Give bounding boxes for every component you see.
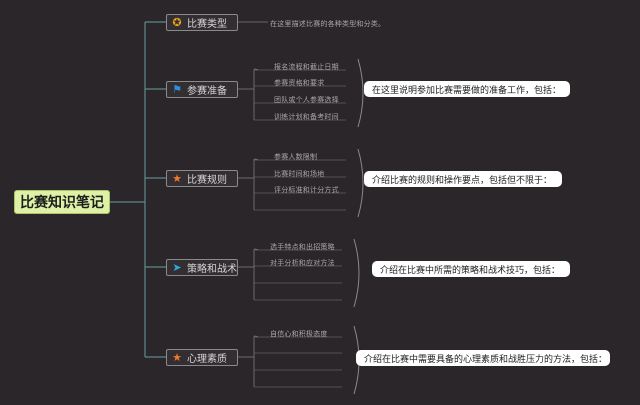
leaf-item[interactable]: 训练计划和备考时间 — [274, 113, 339, 121]
flag-icon: ⚑ — [172, 83, 182, 96]
branch-node[interactable]: ★ 比赛规则 — [166, 170, 238, 187]
leaf-item[interactable]: 在这里描述比赛的各种类型和分类。 — [270, 20, 386, 28]
leaf-item[interactable]: 对手分析和应对方法 — [270, 259, 335, 267]
note-callout[interactable]: 在这里说明参加比赛需要做的准备工作，包括： — [364, 81, 570, 97]
note-callout[interactable]: 介绍比赛的规则和操作要点，包括但不限于： — [364, 171, 562, 187]
leaf-item[interactable]: 参赛资格和要求 — [274, 79, 325, 87]
branch-label: 比赛规则 — [187, 175, 227, 186]
note-callout[interactable]: 介绍在比赛中需要具备的心理素质和战胜压力的方法，包括： — [356, 350, 610, 366]
branch-label: 参赛准备 — [187, 86, 227, 97]
star-icon: ★ — [172, 172, 182, 185]
bracket — [357, 148, 364, 218]
note-callout[interactable]: 介绍在比赛中所需的策略和战术技巧，包括： — [372, 261, 570, 277]
root-label: 比赛知识笔记 — [20, 195, 104, 211]
bracket — [353, 238, 360, 308]
leaf-item[interactable]: 团队或个人参赛选择 — [274, 96, 339, 104]
bracket — [357, 58, 364, 128]
leaf-item[interactable]: 评分标准和计分方式 — [274, 186, 339, 194]
root-node[interactable]: 比赛知识笔记 — [14, 190, 110, 214]
paper-plane-icon: ➤ — [172, 261, 182, 274]
branch-node[interactable]: ⚑ 参赛准备 — [166, 81, 238, 98]
branch-label: 策略和战术 — [187, 264, 237, 275]
branch-label: 比赛类型 — [187, 19, 227, 30]
branch-node[interactable]: ➤ 策略和战术 — [166, 259, 238, 276]
star-icon: ★ — [172, 351, 182, 364]
branch-node[interactable]: ✪ 比赛类型 — [166, 14, 238, 31]
leaf-item[interactable]: 自信心和积极态度 — [270, 330, 328, 338]
medal-icon: ✪ — [172, 16, 182, 29]
branch-label: 心理素质 — [187, 354, 227, 365]
leaf-item[interactable]: 选手特点和出招策略 — [270, 243, 335, 251]
leaf-item[interactable]: 参赛人数限制 — [274, 153, 318, 161]
branch-node[interactable]: ★ 心理素质 — [166, 349, 238, 366]
leaf-item[interactable]: 比赛时间和场地 — [274, 170, 325, 178]
leaf-item[interactable]: 报名流程和截止日期 — [274, 63, 339, 71]
